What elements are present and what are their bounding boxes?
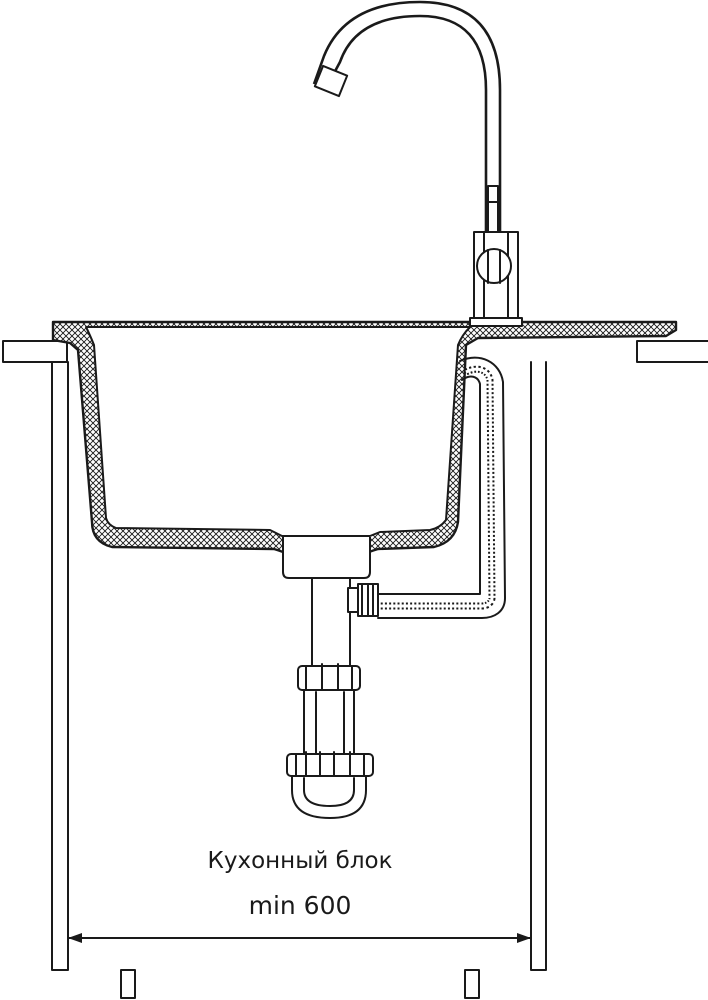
drain-neck <box>282 537 371 579</box>
cabinet-label: Кухонный блок <box>208 848 393 874</box>
sink-bowl <box>51 320 678 557</box>
faucet <box>312 0 523 327</box>
cabinet-walls <box>51 361 547 971</box>
countertop-left <box>2 340 68 363</box>
siphon-pipe <box>286 577 379 819</box>
width-dimension <box>67 933 532 943</box>
min-width-label: min 600 <box>249 891 352 920</box>
countertop-right <box>636 340 708 363</box>
overflow-hose <box>377 356 506 619</box>
cabinet-feet <box>120 969 480 999</box>
